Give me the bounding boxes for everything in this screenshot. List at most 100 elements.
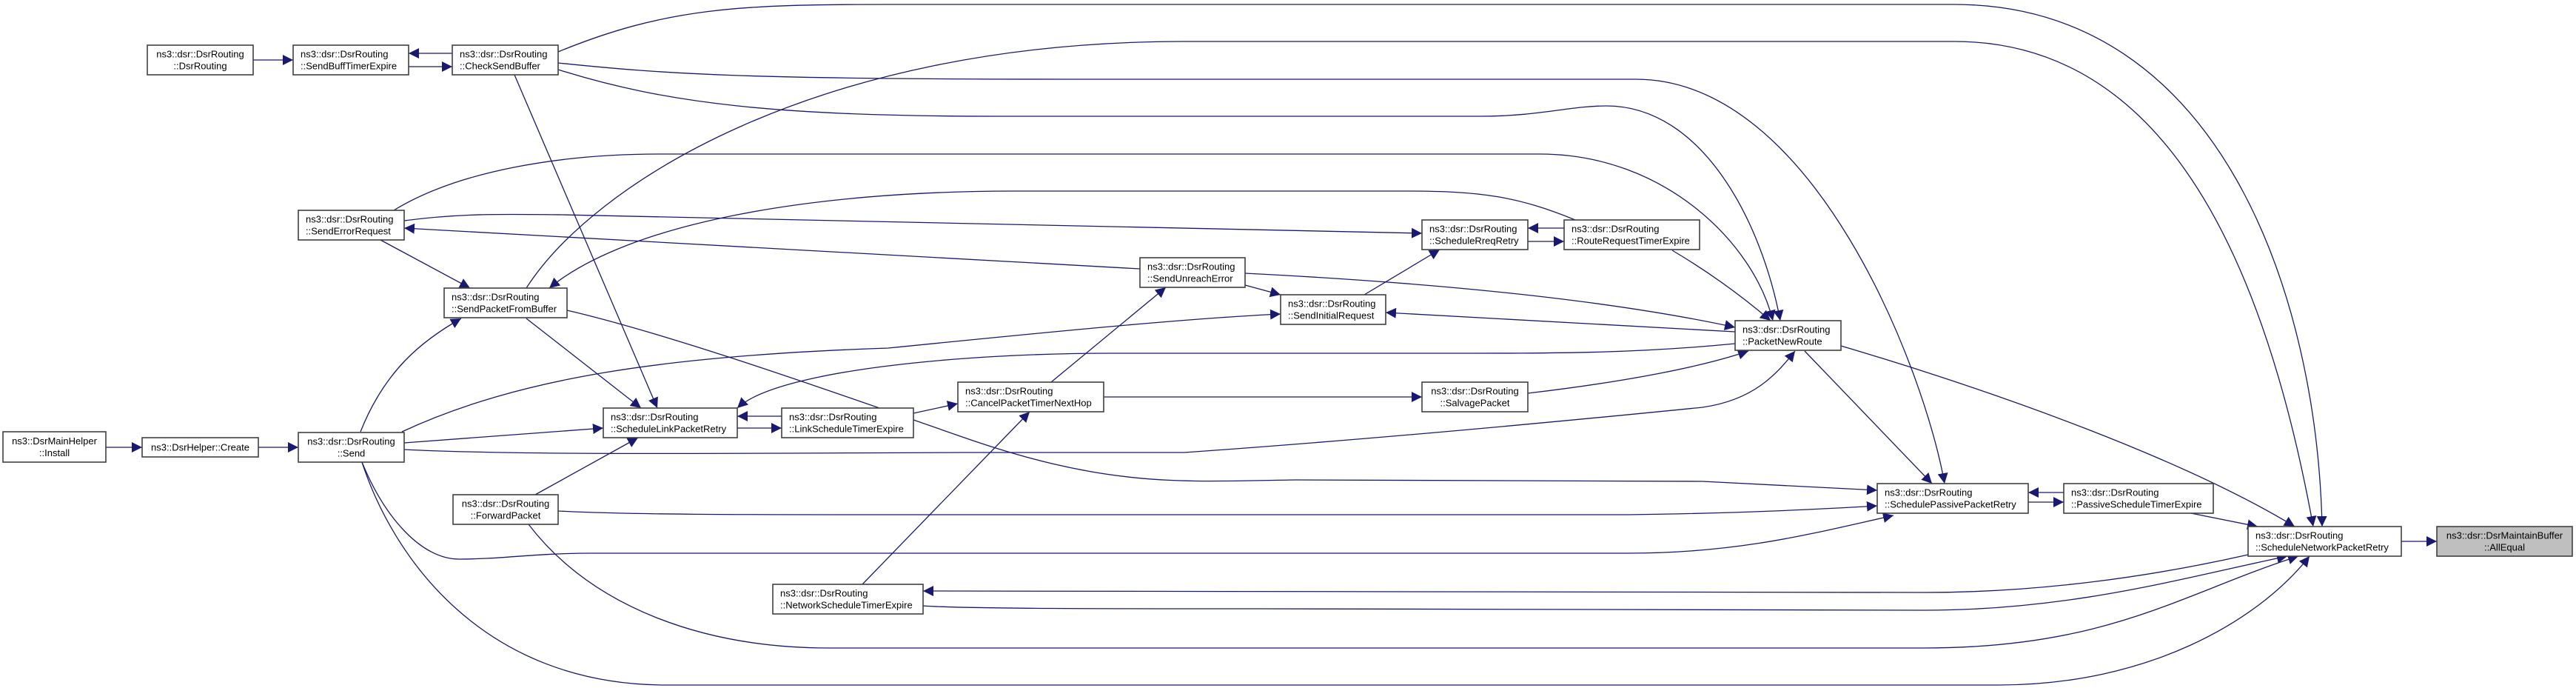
node-label: ns3::dsr::DsrRouting::SalvagePacket	[1431, 386, 1519, 409]
node-dsr-dsrrouting-linkscheduletimerexpire[interactable]: ns3::dsr::DsrRouting::LinkScheduleTimerE…	[781, 407, 914, 438]
node-box	[2247, 526, 2402, 557]
node-label-line: ::ScheduleLinkPacketRetry	[611, 424, 727, 435]
call-edge-linkscheduletimerexpire-to-cancelpackettimernexthop	[913, 401, 959, 414]
node-box	[2436, 526, 2573, 557]
node-label-line: ns3::dsr::DsrRouting	[156, 49, 244, 60]
node-dsr-dsrrouting-passivescheduletimerexpire[interactable]: ns3::dsr::DsrRouting::PassiveScheduleTim…	[2063, 483, 2214, 514]
node-label-line: ns3::dsr::DsrRouting	[2255, 530, 2344, 541]
node-dsr-dsrrouting-schedulerreqretry[interactable]: ns3::dsr::DsrRouting::ScheduleRreqRetry	[1421, 219, 1529, 250]
node-label-line: ::NetworkScheduleTimerExpire	[780, 600, 913, 611]
call-edge-checksendbuffer-to-packetnewroute	[557, 69, 1784, 321]
node-label-line: ::PassiveScheduleTimerExpire	[2071, 499, 2202, 510]
call-edge-networkscheduletimerexpire-to-schedulenetworkpacketretry	[922, 552, 2288, 611]
node-dsr-dsrrouting-checksendbuffer[interactable]: ns3::dsr::DsrRouting::CheckSendBuffer	[452, 44, 559, 76]
node-label: ns3::dsr::DsrRouting::ScheduleLinkPacket…	[611, 412, 727, 435]
node-label-line: ns3::dsr::DsrRouting	[965, 386, 1053, 397]
call-edge-forwardpacket-to-schedulepassivepacketretry	[557, 501, 1878, 515]
node-label-line: ns3::dsr::DsrRouting	[306, 214, 394, 225]
call-edge-sendunreacherror-to-senderrorrequest	[403, 223, 1141, 270]
node-dsr-dsrrouting-sendunreacherror[interactable]: ns3::dsr::DsrRouting::SendUnreachError	[1139, 257, 1246, 288]
node-dsr-dsrrouting-cancelpackettimernexthop[interactable]: ns3::dsr::DsrRouting::CancelPacketTimerN…	[957, 381, 1104, 413]
node-dsr-dsrrouting-routerequesttimerexpire[interactable]: ns3::dsr::DsrRouting::RouteRequestTimerE…	[1563, 219, 1700, 250]
call-edge-forwardpacket-to-schedulelinkpacketretry	[534, 437, 639, 495]
node-label-line: ns3::dsr::DsrRouting	[2071, 487, 2159, 498]
node-label: ns3::dsr::DsrMaintainBuffer::AllEqual	[2446, 530, 2563, 553]
call-edge-send-to-sendinitialrequest	[401, 309, 1281, 432]
node-dsr-dsrrouting-forwardpacket[interactable]: ns3::dsr::DsrRouting::ForwardPacket	[452, 494, 559, 525]
node-box	[452, 494, 559, 525]
node-label: ns3::dsr::DsrRouting::PassiveScheduleTim…	[2071, 487, 2202, 510]
node-dsr-dsrrouting-networkscheduletimerexpire[interactable]: ns3::dsr::DsrRouting::NetworkScheduleTim…	[772, 584, 924, 615]
node-box	[1421, 381, 1529, 413]
edges-layer	[106, 4, 2437, 686]
node-dsr-dsrrouting-sendbufftimerexpire[interactable]: ns3::dsr::DsrRouting::SendBuffTimerExpir…	[292, 44, 409, 76]
call-edge-packetnewroute-to-schedulenetworkpacketretry	[1840, 345, 2295, 527]
node-label-line: ::AllEqual	[2484, 542, 2525, 553]
node-box	[603, 407, 738, 438]
nodes-layer: ns3::dsr::DsrRouting::DsrRoutingns3::dsr…	[2, 44, 2573, 615]
call-edge-passivescheduletimerexpire-to-schedulenetworkpacketretry	[2190, 512, 2258, 530]
call-edge-send-to-schedulenetworkpacketretry	[361, 461, 2310, 686]
node-label: ns3::dsr::DsrRouting::SchedulePassivePac…	[1885, 487, 2016, 510]
node-label: ns3::dsr::DsrRouting::ScheduleRreqRetry	[1429, 224, 1519, 247]
node-dsr-dsrrouting-dsrrouting[interactable]: ns3::dsr::DsrRouting::DsrRouting	[147, 44, 254, 76]
node-dsrmainhelper-install[interactable]: ns3::DsrMainHelper::Install	[2, 431, 107, 463]
node-dsr-dsrrouting-schedulenetworkpacketretry[interactable]: ns3::dsr::DsrRouting::ScheduleNetworkPac…	[2247, 526, 2402, 557]
call-edge-packetnewroute-to-schedulepassivepacketretry	[1804, 350, 1933, 484]
call-edge-checksendbuffer-to-schedulepassivepacketretry	[557, 62, 1948, 484]
node-dsr-dsrrouting-send[interactable]: ns3::dsr::DsrRouting::Send	[298, 432, 405, 463]
node-label-line: ns3::dsr::DsrRouting	[1743, 324, 1831, 335]
node-label-line: ::PacketNewRoute	[1743, 336, 1822, 347]
call-edge-packetnewroute-to-sendinitialrequest	[1385, 307, 1736, 333]
node-dsrhelper-create[interactable]: ns3::DsrHelper::Create	[141, 437, 259, 458]
node-label-line: ::SchedulePassivePacketRetry	[1885, 499, 2016, 510]
call-edge-packetnewroute-to-schedulelinkpacketretry	[737, 343, 1736, 409]
node-label-line: ns3::dsr::DsrMaintainBuffer	[2446, 530, 2563, 541]
node-label-line: ::LinkScheduleTimerExpire	[789, 424, 904, 435]
node-label-line: ns3::dsr::DsrRouting	[1147, 261, 1235, 273]
call-edge-networkscheduletimerexpire-to-cancelpackettimernexthop	[862, 411, 1030, 585]
node-label-line: ::CancelPacketTimerNextHop	[965, 398, 1092, 409]
node-label-line: ::ScheduleNetworkPacketRetry	[2255, 542, 2389, 553]
node-label: ns3::dsr::DsrRouting::RouteRequestTimerE…	[1572, 224, 1690, 247]
call-edge-routerequesttimerexpire-to-sendpacketfrombuffer	[549, 190, 1576, 289]
node-dsr-dsrrouting-sendpacketfrombuffer[interactable]: ns3::dsr::DsrRouting::SendPacketFromBuff…	[443, 287, 568, 318]
node-label: ns3::dsr::DsrRouting::SendErrorRequest	[306, 214, 394, 237]
node-label: ns3::dsr::DsrRouting::SendBuffTimerExpir…	[301, 49, 397, 72]
node-label-line: ns3::dsr::DsrRouting	[1572, 224, 1660, 235]
node-box	[452, 44, 559, 76]
node-label: ns3::DsrMainHelper::Install	[12, 435, 98, 458]
call-edge-senderrorrequest-to-schedulerreqretry	[403, 213, 1423, 238]
node-label-line: ::RouteRequestTimerExpire	[1572, 236, 1690, 247]
node-box	[298, 432, 405, 463]
node-label-line: ns3::dsr::DsrRouting	[307, 436, 395, 447]
node-label-line: ::Send	[338, 448, 366, 459]
call-edge-sendunreacherror-to-sendinitialrequest	[1244, 284, 1281, 298]
node-label: ns3::dsr::DsrRouting::SendUnreachError	[1147, 261, 1235, 284]
node-dsr-dsrrouting-sendinitialrequest[interactable]: ns3::dsr::DsrRouting::SendInitialRequest	[1280, 294, 1386, 325]
node-label-line: ::CheckSendBuffer	[460, 61, 541, 72]
node-box	[147, 44, 254, 76]
node-label: ns3::dsr::DsrRouting::SendPacketFromBuff…	[452, 292, 557, 315]
node-label: ns3::dsr::DsrRouting::PacketNewRoute	[1743, 324, 1831, 347]
node-label-line: ns3::dsr::DsrRouting	[611, 412, 699, 423]
call-edge-send-to-packetnewroute	[403, 350, 1796, 455]
node-label-line: ns3::dsr::DsrRouting	[1429, 224, 1517, 235]
node-dsr-dsrrouting-salvagepacket[interactable]: ns3::dsr::DsrRouting::SalvagePacket	[1421, 381, 1529, 413]
node-box	[1734, 320, 1842, 351]
call-edge-salvagepacket-to-packetnewroute	[1527, 349, 1749, 394]
node-label-line: ns3::dsr::DsrRouting	[1288, 298, 1376, 310]
node-dsr-dsrrouting-schedulelinkpacketretry[interactable]: ns3::dsr::DsrRouting::ScheduleLinkPacket…	[603, 407, 738, 438]
call-edge-sendpacketfrombuffer-to-schedulepassivepacketretry	[566, 310, 1878, 495]
node-label-line: ::Install	[39, 447, 70, 458]
node-label-line: ::DsrRouting	[173, 61, 227, 72]
node-dsr-dsrrouting-packetnewroute[interactable]: ns3::dsr::DsrRouting::PacketNewRoute	[1734, 320, 1842, 351]
node-dsr-dsrmaintainbuffer-allequal[interactable]: ns3::dsr::DsrMaintainBuffer::AllEqual	[2436, 526, 2573, 557]
node-box	[298, 210, 405, 241]
node-dsr-dsrrouting-senderrorrequest[interactable]: ns3::dsr::DsrRouting::SendErrorRequest	[298, 210, 405, 241]
node-box	[772, 584, 924, 615]
node-box	[1421, 219, 1529, 250]
node-dsr-dsrrouting-schedulepassivepacketretry[interactable]: ns3::dsr::DsrRouting::SchedulePassivePac…	[1876, 483, 2029, 514]
call-edge-send-to-schedulelinkpacketretry	[403, 424, 604, 444]
